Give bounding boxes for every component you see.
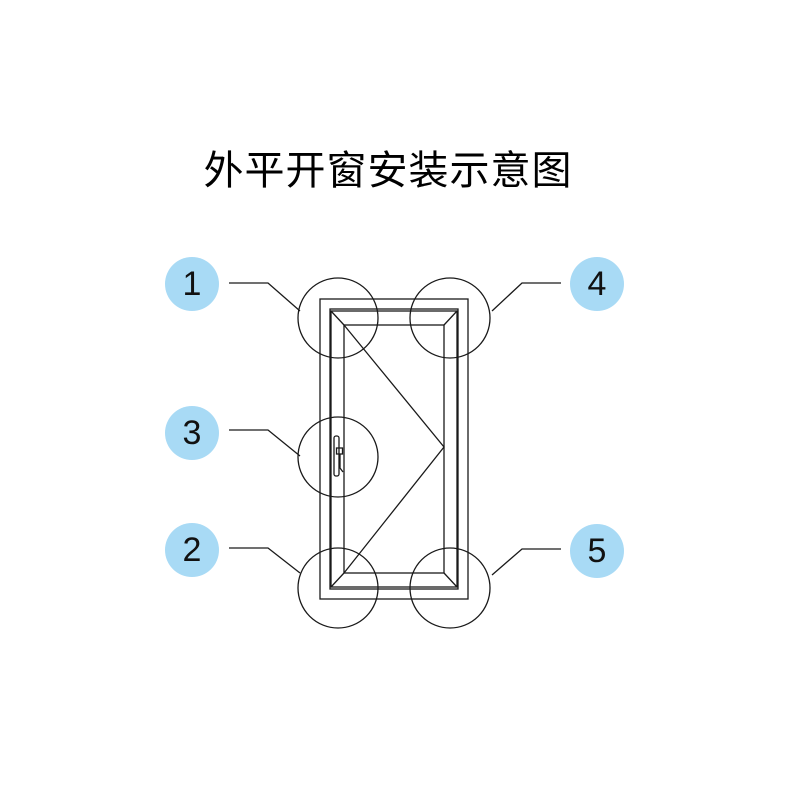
leader-line-5 (491, 548, 561, 576)
detail-circle-2 (297, 547, 379, 629)
handle-icon (333, 435, 344, 477)
bevel-tr (443, 310, 458, 326)
bevel-tl (330, 310, 345, 326)
detail-circle-3 (297, 416, 379, 498)
sash-outer (330, 310, 458, 588)
callout-badge-1: 1 (165, 257, 219, 311)
leader-line-1 (229, 282, 301, 312)
callout-badge-5: 5 (570, 524, 624, 578)
callout-badge-4: 4 (570, 257, 624, 311)
opening-direction-indicator (343, 324, 445, 574)
page-title: 外平开窗安装示意图 (203, 148, 573, 194)
bevel-br (443, 572, 458, 588)
leader-line-4 (491, 282, 561, 312)
detail-circle-5 (409, 547, 491, 629)
detail-circle-4 (409, 277, 491, 359)
callout-badge-2: 2 (165, 523, 219, 577)
sash-inner (343, 324, 445, 574)
frame-inner-edge (329, 308, 459, 590)
bevel-bl (330, 572, 345, 588)
detail-circle-1 (297, 277, 379, 359)
leader-line-3 (229, 429, 301, 457)
callout-badge-3: 3 (165, 406, 219, 460)
leader-line-2 (229, 547, 301, 574)
outer-frame (319, 298, 469, 600)
